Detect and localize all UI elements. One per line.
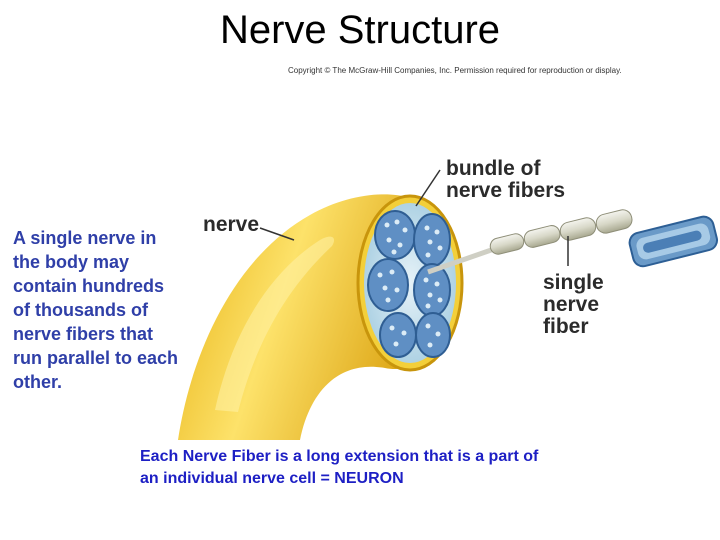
fascicle — [367, 258, 409, 312]
fiber-cut-end — [628, 215, 719, 268]
pointer-nerve — [259, 227, 295, 241]
nerve-highlight — [215, 236, 335, 412]
fascicle — [379, 312, 417, 358]
label-single-nerve-fiber: single nerve fiber — [543, 271, 604, 338]
caption-text: Each Nerve Fiber is a long extension tha… — [140, 448, 539, 487]
fiber-dots — [377, 219, 443, 348]
copyright-notice: Copyright © The McGraw-Hill Companies, I… — [288, 66, 622, 75]
fascicle — [415, 312, 451, 358]
label-bundle-of-nerve-fibers: bundle of nerve fibers — [446, 157, 566, 202]
pointer-bundle — [415, 169, 441, 207]
page-title: Nerve Structure — [219, 8, 501, 52]
description-text: A single nerve in the body may contain h… — [13, 228, 179, 392]
fascicle — [413, 213, 451, 267]
label-nerve: nerve — [203, 213, 260, 236]
single-fiber — [489, 209, 633, 255]
fascicles — [367, 210, 451, 358]
